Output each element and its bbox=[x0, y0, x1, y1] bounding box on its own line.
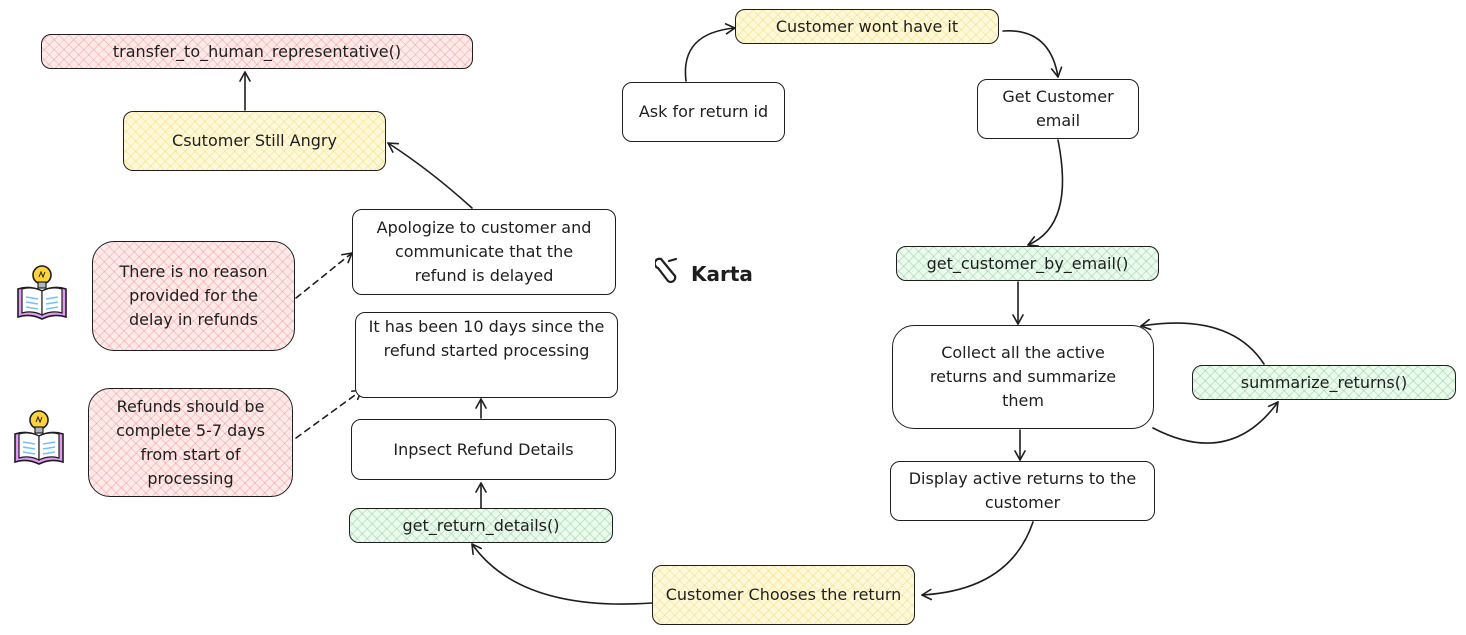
get-return-details-node[interactable]: get_return_details() bbox=[349, 508, 613, 543]
display-active-returns-node[interactable]: Display active returns to the customer bbox=[890, 461, 1155, 521]
brand-name: Karta bbox=[691, 261, 753, 286]
arrow-norm-to-ten-days bbox=[295, 389, 363, 439]
book-lightbulb-icon bbox=[14, 263, 70, 323]
book-lightbulb-icon bbox=[11, 408, 67, 468]
arrow-apologize-to-angry bbox=[387, 142, 473, 209]
refund-norm-note[interactable]: Refunds should be complete 5-7 days from… bbox=[88, 388, 293, 497]
arrow-summarize-to-collect bbox=[1140, 318, 1265, 365]
inspect-refund-node[interactable]: Inpsect Refund Details bbox=[351, 419, 616, 480]
customer-wont-have-it-node[interactable]: Customer wont have it bbox=[735, 9, 999, 44]
customer-still-angry-node[interactable]: Csutomer Still Angry bbox=[123, 111, 386, 171]
get-customer-email-node[interactable]: Get Customer email bbox=[977, 79, 1139, 139]
arrow-display-to-chooses bbox=[921, 521, 1034, 601]
no-reason-note[interactable]: There is no reason provided for the dela… bbox=[92, 241, 295, 351]
transfer-to-human-node[interactable]: transfer_to_human_representative() bbox=[41, 34, 473, 69]
summarize-returns-node[interactable]: summarize_returns() bbox=[1192, 365, 1456, 400]
ask-for-return-id-node[interactable]: Ask for return id bbox=[622, 82, 785, 142]
apologize-node[interactable]: Apologize to customer and communicate th… bbox=[352, 209, 616, 295]
arrow-email-to-getcustomer bbox=[1027, 139, 1064, 247]
arrow-chooses-to-get-return bbox=[471, 543, 653, 605]
karta-logo-icon bbox=[653, 256, 681, 291]
get-customer-by-email-node[interactable]: get_customer_by_email() bbox=[896, 246, 1159, 281]
collect-active-returns-node[interactable]: Collect all the active returns and summa… bbox=[892, 325, 1154, 429]
ten-days-node[interactable]: It has been 10 days since the refund sta… bbox=[355, 312, 618, 398]
arrow-no-reason-to-apologize bbox=[295, 252, 353, 299]
karta-brand: Karta bbox=[653, 256, 753, 291]
arrow-wont-to-email bbox=[1002, 30, 1063, 78]
arrow-ask-to-wont bbox=[684, 23, 736, 82]
arrow-collect-to-summarize bbox=[1152, 401, 1279, 444]
customer-chooses-return-node[interactable]: Customer Chooses the return bbox=[652, 565, 915, 625]
